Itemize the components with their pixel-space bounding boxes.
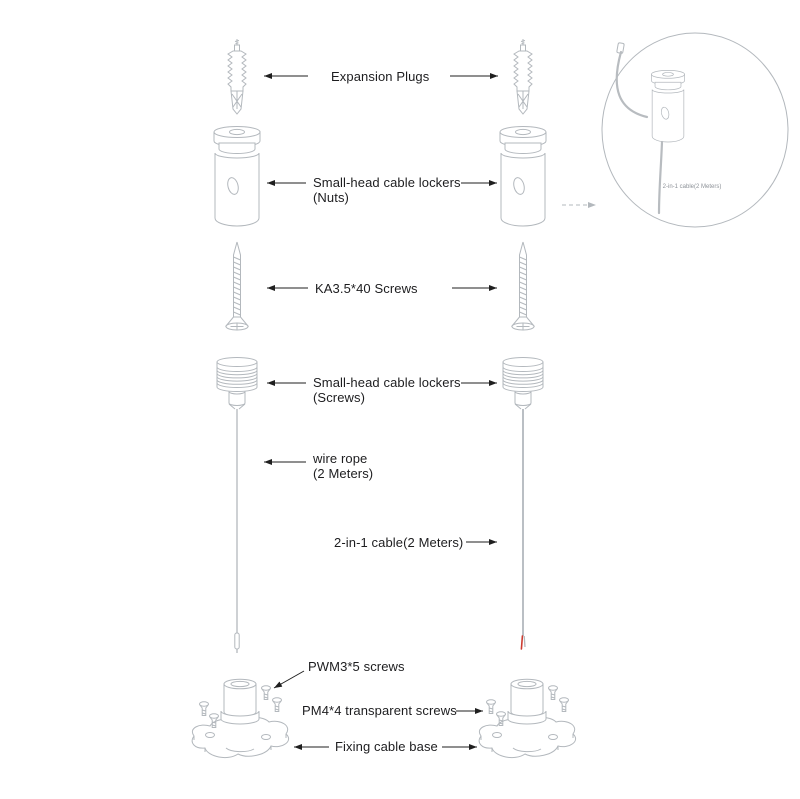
label-lockers-screws-line2: (Screws) [313,390,366,405]
wire-rope [234,409,240,653]
pwm-screws-right [548,685,569,712]
two-in-one-cable [520,409,526,650]
wire-rope-tip [234,632,240,650]
ka-screw-left [225,241,249,331]
label-lockers-nuts-line2: (Nuts) [313,190,349,205]
detail-cable-top [615,50,649,119]
label-fixing-base: Fixing cable base [335,739,438,754]
label-lockers-screws-line1: Small-head cable lockers [313,375,461,390]
detail-inset: 2-in-1 cable(2 Meters) [601,32,789,228]
ka-screw-right [511,241,535,331]
pm-screws-right [486,699,506,726]
cable-locker-screw-right [502,357,544,410]
label-wire-rope-line1: wire rope [313,451,368,466]
pm-screws-left [199,701,219,728]
callout-arrows [264,73,596,750]
label-pwm-screws: PWM3*5 screws [308,659,405,674]
detail-circle [601,32,789,228]
cable-tip-red [520,635,524,650]
label-wire-rope-line2: (2 Meters) [313,466,374,481]
fixing-base-left [191,678,290,759]
label-2in1-cable: 2-in-1 cable(2 Meters) [334,535,464,550]
arrow-pwm-screws [273,670,305,689]
cable-locker-screw-left [216,357,258,410]
detail-cable-locker [651,70,685,143]
expansion-plug-left [227,38,247,115]
fixing-base-right [478,678,577,759]
cable-locker-nut-left [213,126,261,227]
detail-caption: 2-in-1 cable(2 Meters) [663,184,722,190]
expansion-plug-right [513,38,533,115]
label-lockers-nuts-line1: Small-head cable lockers [313,175,461,190]
label-expansion-plugs: Expansion Plugs [331,69,430,84]
pwm-screws-left [261,685,282,712]
label-pm-screws: PM4*4 transparent screws [302,703,457,718]
cable-locker-nut-right [499,126,547,227]
label-ka-screws: KA3.5*40 Screws [315,281,418,296]
detail-cable-bottom [657,140,664,215]
